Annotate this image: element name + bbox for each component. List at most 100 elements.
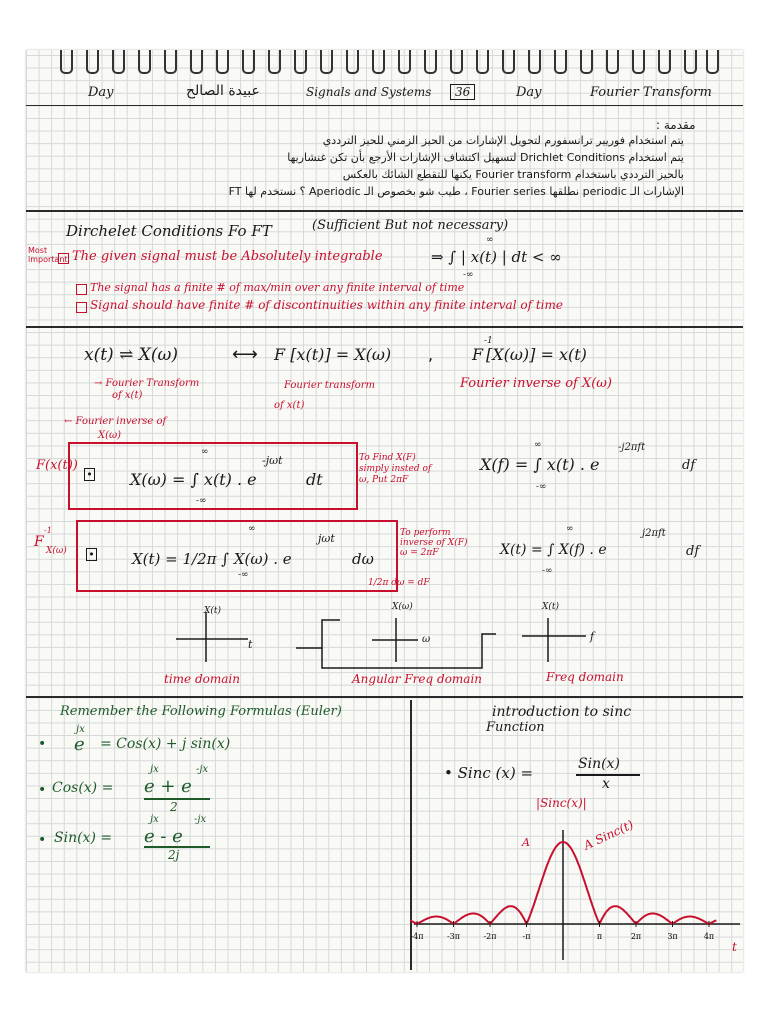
checkbox-1 (58, 253, 69, 264)
euler-2-num: e + e (144, 776, 192, 797)
checkbox-2 (76, 284, 87, 295)
sinc-denominator: x (602, 776, 610, 792)
inverse-side-label: F (34, 534, 44, 550)
condition-1-equation: ⇒ ∫ | x(t) | dt < ∞ (431, 248, 562, 266)
sinc-definition: • Sinc (x) = (444, 764, 534, 782)
euler-1-e: e (74, 734, 85, 755)
sinc-tick-label: 3π (667, 932, 677, 941)
freq-forward-upper: ∞ (534, 440, 542, 450)
euler-2-lhs: Cos(x) = (52, 780, 114, 796)
inverse-side-sup: -1 (44, 526, 52, 535)
freq-inverse-lower: -∞ (542, 566, 553, 576)
omega-axis-x-label: ω (422, 634, 431, 645)
note-dw-df: 1/2π dω = dF (368, 578, 430, 588)
note-find-x-of-f: To Find X(F) simply insted of ω, Put 2πF (359, 453, 432, 485)
sinc-numerator: Sin(x) (578, 756, 620, 772)
sinc-tick-label: -2π (483, 932, 496, 941)
freq-domain-label: Freq domain (546, 670, 624, 684)
intro-line-1: يتم استخدام فوريير ترانسفورم لتحويل الإش… (322, 134, 684, 147)
inverse-side-sub: X(ω) (46, 546, 67, 556)
euler-3-fraction-bar (144, 846, 210, 848)
label-fourier-inverse-of: ← Fourier inverse of (64, 416, 167, 427)
sinc-title-2: Function (486, 720, 545, 735)
freq-inverse-upper: ∞ (566, 524, 574, 534)
header-page-number: 36 (450, 84, 476, 100)
condition-2: The signal has a finite # of max/min ove… (90, 281, 465, 294)
time-axis-y-label: X(t) (204, 606, 222, 616)
time-domain-label: time domain (164, 672, 240, 686)
label-fourier-transform-of: of x(t) (112, 390, 143, 401)
intro-line-3: بالحيز الترددي باستخدام Fourier transfor… (342, 168, 684, 181)
sinc-curve (410, 840, 717, 926)
intro-line-2: يتم استخدام Drichlet Conditions لتسهيل ا… (287, 151, 684, 164)
double-arrow-icon: ⟷ (232, 344, 258, 365)
note-perform-inverse: To perform inverse of X(F) ω = 2πF (400, 528, 468, 558)
checkbox-3 (76, 302, 87, 313)
euler-2-exp2: -jx (196, 764, 209, 775)
notebook-page: Day عبيدة الصالح Signals and Systems 36 … (26, 50, 743, 972)
dirichlet-title: Dirchelet Conditions Fo FT (66, 222, 272, 240)
sinc-abs-label: |Sinc(x)| (536, 796, 587, 810)
condition-1-upper-limit: ∞ (486, 235, 494, 245)
bullet-box-1: • (84, 468, 95, 481)
inverse-domega: dω (352, 550, 374, 568)
forward-dt: dt (306, 470, 323, 489)
sinc-tick-label: π (597, 932, 602, 941)
pair-notation: x(t) ⇌ X(ω) (84, 345, 178, 365)
freq-forward-exponent: -j2πft (618, 442, 646, 453)
freq-forward-lower: -∞ (536, 482, 547, 492)
inverse-lower-limit: -∞ (238, 570, 249, 580)
label-fourier-transform: → Fourier Transform (94, 378, 200, 389)
intro-title: مقدمة : (656, 118, 696, 132)
euler-3-num: e - e (144, 826, 183, 847)
euler-bullet-3: • (38, 832, 47, 848)
header-day-left: Day (88, 85, 114, 100)
inverse-upper-limit: ∞ (248, 524, 256, 534)
header-author: عبيدة الصالح (186, 83, 260, 99)
euler-3-lhs: Sin(x) = (54, 830, 113, 846)
inverse-operator-sup: -1 (484, 336, 493, 346)
condition-3: Signal should have finite # of discontin… (90, 298, 563, 312)
sinc-fraction-bar (576, 774, 640, 776)
euler-1-rhs: = Cos(x) + j sin(x) (100, 736, 231, 752)
label-fourier-inverse: Fourier inverse of X(ω) (460, 376, 612, 391)
euler-3-exp1: jx (150, 814, 159, 825)
sinc-axis-t-label: t (732, 940, 737, 954)
euler-1-exp: jx (76, 724, 85, 735)
inverse-transform-formula: X(t) = 1/2π ∫ X(ω) . e (132, 550, 292, 568)
sinc-peak-label: A (522, 836, 530, 849)
omega-axis-y-label: X(ω) (392, 602, 413, 612)
sinc-tick-label: 2π (631, 932, 641, 941)
time-axis-x-label: t (248, 638, 253, 651)
header-topic: Fourier Transform (590, 85, 712, 100)
sinc-tick-label: -4π (410, 932, 423, 941)
freq-forward-formula: X(f) = ∫ x(t) . e (480, 455, 600, 474)
freq-forward-df: df (682, 458, 696, 473)
forward-transform-formula: X(ω) = ∫ x(t) . e (130, 470, 257, 489)
condition-1-lower-limit: -∞ (463, 270, 474, 280)
dirichlet-note: (Sufficient But not necessary) (312, 218, 509, 233)
euler-2-exp1: jx (150, 764, 159, 775)
condition-1: The given signal must be Absolutely inte… (72, 249, 383, 264)
freq-inverse-formula: X(t) = ∫ X(f) . e (500, 542, 607, 558)
euler-bullet-1: • (38, 736, 47, 752)
forward-upper-limit: ∞ (201, 447, 209, 457)
column-divider (410, 700, 412, 970)
freq-axis-y-label: X(t) (542, 602, 560, 612)
freq-axis-x-label: f (590, 630, 595, 643)
freq-inverse-exponent: j2πft (642, 528, 666, 539)
header-rule (26, 105, 743, 106)
section-divider-2 (26, 326, 743, 328)
section-divider-1 (26, 210, 743, 212)
euler-2-den: 2 (170, 800, 178, 814)
domain-axes (176, 612, 586, 669)
forward-exponent: -jωt (262, 454, 283, 467)
pair-comma: , (428, 345, 434, 364)
section-divider-3 (26, 696, 743, 698)
sinc-tick-label: -π (523, 932, 531, 941)
inverse-operator: F (472, 345, 484, 364)
label-fourier-transform-2-of: of x(t) (274, 400, 305, 411)
forward-side-label: F(x(t)) (36, 458, 78, 473)
label-fourier-inverse-of-x: X(ω) (98, 430, 122, 441)
